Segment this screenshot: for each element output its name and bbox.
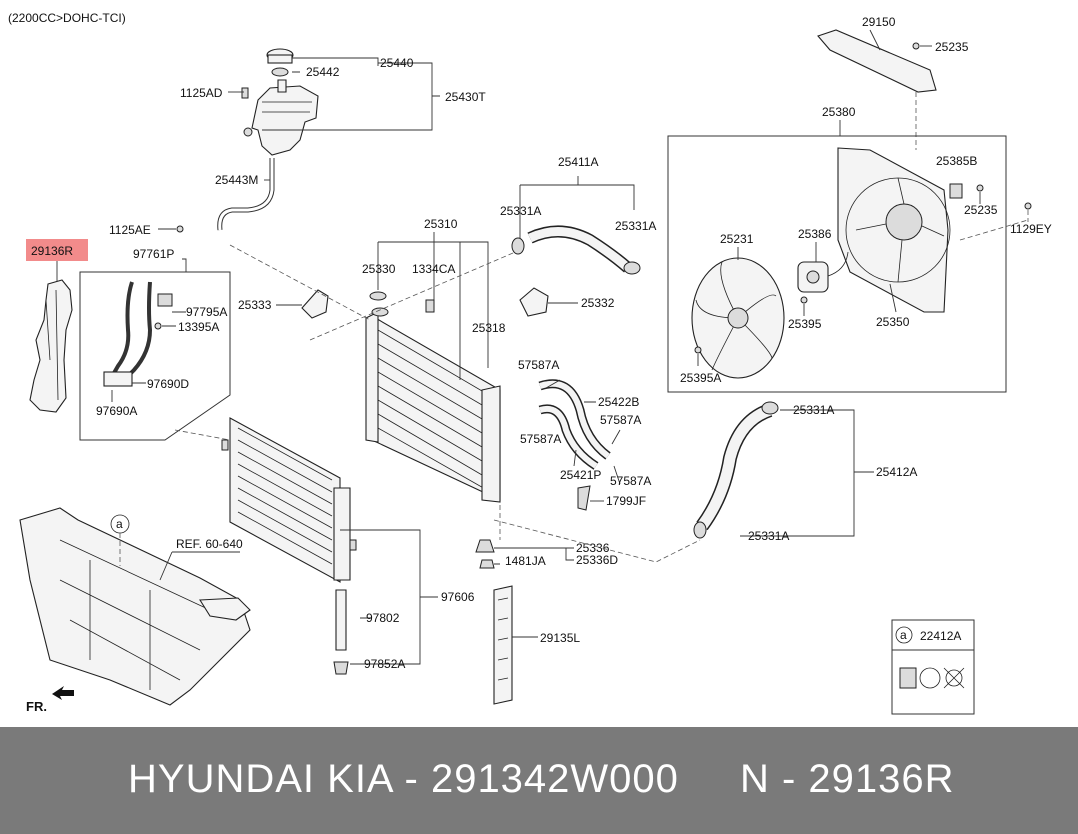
label-1799jf: 1799JF [606, 494, 646, 508]
label-1125ae: 1125AE [109, 223, 151, 237]
label-25336d: 25336D [576, 553, 618, 567]
label-25412a: 25412A [876, 465, 917, 479]
condenser [221, 417, 357, 583]
hose-25443m [217, 158, 275, 231]
footer-bar: HYUNDAI KIA - 291342W000 N - 29136R [0, 727, 1078, 834]
air-guard-29135l [493, 585, 513, 705]
label-29136r[interactable]: 29136R [31, 244, 73, 258]
reservoir-tank [241, 48, 319, 156]
parts-diagram: (2200CC>DOHC-TCI) 25440 25442 25430T 112… [8, 11, 1052, 715]
label-1125ad: 1125AD [180, 86, 223, 100]
label-13395a: 13395A [178, 320, 219, 334]
engine-label: (2200CC>DOHC-TCI) [8, 11, 126, 25]
label-29135l: 29135L [540, 631, 580, 645]
label-25235-1: 25235 [935, 40, 969, 54]
label-25333: 25333 [238, 298, 272, 312]
label-25440: 25440 [380, 56, 414, 70]
label-25235-2: 25235 [964, 203, 998, 217]
label-97606: 97606 [441, 590, 475, 604]
label-25380: 25380 [822, 105, 856, 119]
radiator [365, 307, 501, 503]
label-25231: 25231 [720, 232, 754, 246]
label-57587a-4: 57587A [610, 474, 651, 488]
fan-blade [691, 257, 785, 379]
label-97802: 97802 [366, 611, 400, 625]
label-fr: FR. [26, 699, 47, 714]
label-25350: 25350 [876, 315, 910, 329]
label-25421p: 25421P [560, 468, 601, 482]
label-25395a: 25395A [680, 371, 721, 385]
fr-arrow-icon [52, 686, 74, 700]
label-25330: 25330 [362, 262, 396, 276]
label-25422b: 25422B [598, 395, 639, 409]
label-57587a-2: 57587A [600, 413, 641, 427]
label-97795a: 97795A [186, 305, 227, 319]
label-97761p: 97761P [133, 247, 174, 261]
label-1129ey: 1129EY [1010, 222, 1052, 236]
label-25430t: 25430T [445, 90, 486, 104]
front-end-carrier [19, 507, 251, 706]
label-29150: 29150 [862, 15, 896, 29]
label-25442: 25442 [306, 65, 340, 79]
label-25331a-3: 25331A [793, 403, 834, 417]
legend-box: a 22412A [891, 619, 975, 715]
legend-a: a [900, 628, 907, 642]
label-25310: 25310 [424, 217, 458, 231]
label-25318: 25318 [472, 321, 506, 335]
label-ref-60-640: REF. 60-640 [176, 537, 243, 551]
label-22412a: 22412A [920, 629, 961, 643]
label-97852a: 97852A [364, 657, 405, 671]
fan-motor [797, 251, 849, 293]
ac-line [103, 281, 173, 387]
bracket-29150 [817, 29, 937, 93]
label-25385b: 25385B [936, 154, 977, 168]
highlight-box [26, 239, 88, 261]
footer-brand-part-number: HYUNDAI KIA - 291342W000 [128, 757, 679, 801]
label-57587a-1: 57587A [518, 358, 559, 372]
label-25443m: 25443M [215, 173, 258, 187]
callout-a: a [116, 517, 123, 531]
label-25331a-4: 25331A [748, 529, 789, 543]
label-25332: 25332 [581, 296, 615, 310]
label-1334ca: 1334CA [412, 262, 455, 276]
label-57587a-3: 57587A [520, 432, 561, 446]
label-25331a-1: 25331A [500, 204, 541, 218]
label-25336: 25336 [576, 541, 610, 555]
label-1481ja: 1481JA [505, 554, 546, 568]
label-97690a: 97690A [96, 404, 137, 418]
fan-shroud [837, 147, 951, 313]
air-guard-29136r [29, 279, 73, 413]
label-25395: 25395 [788, 317, 822, 331]
label-25331a-2: 25331A [615, 219, 656, 233]
footer-oem-number: N - 29136R [740, 757, 955, 801]
label-97690d: 97690D [147, 377, 189, 391]
label-25411a: 25411A [558, 155, 598, 169]
label-25386: 25386 [798, 227, 832, 241]
